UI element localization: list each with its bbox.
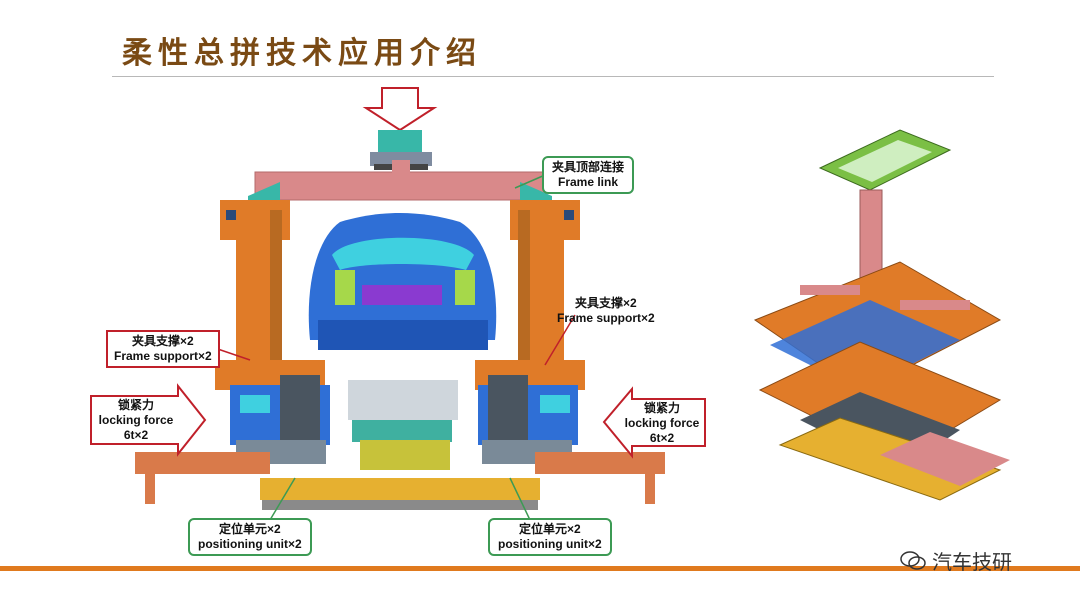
frame-link-cn: 夹具顶部连接 (552, 160, 625, 174)
watermark: 汽车技研 (900, 546, 1012, 575)
page-title: 柔性总拼技术应用介绍 (122, 36, 482, 71)
title-divider (112, 76, 994, 77)
center-cart (348, 380, 458, 470)
watermark-text: 汽车技研 (932, 550, 1012, 574)
frame-support-right-callout: 夹具支撑×2 Frame support×2 (555, 296, 657, 326)
frame-support-left-callout: 夹具支撑×2 Frame support×2 (106, 330, 220, 368)
locking-left-cn: 锁紧力 (117, 398, 154, 412)
wechat-icon (900, 550, 926, 570)
locking-left-en: locking force (98, 413, 174, 427)
frame-link-beam (248, 160, 552, 201)
positioning-right-cn: 定位单元×2 (518, 522, 581, 536)
frame-support-right-cn: 夹具支撑×2 (575, 296, 637, 310)
left-frame-column (215, 200, 325, 390)
locking-right-value: 6t×2 (649, 431, 675, 445)
frame-support-right-leader (544, 314, 576, 366)
positioning-right-en: positioning unit×2 (498, 537, 602, 551)
positioning-right-callout: 定位单元×2 positioning unit×2 (488, 518, 612, 556)
car-body (308, 213, 497, 350)
frame-support-right-en: Frame support×2 (557, 311, 655, 325)
frame-link-callout: 夹具顶部连接 Frame link (542, 156, 635, 194)
locking-left-value: 6t×2 (123, 428, 149, 442)
top-load-arrow (362, 87, 438, 132)
frame-support-left-cn: 夹具支撑×2 (132, 334, 194, 348)
locking-right-en: locking force (624, 416, 700, 430)
isometric-fixture-view (753, 129, 1010, 501)
base-rails (135, 452, 665, 510)
bottom-accent-bar (0, 566, 1080, 571)
frame-support-left-en: Frame support×2 (114, 349, 212, 363)
locking-right-cn: 锁紧力 (643, 401, 680, 415)
locking-left-label: 锁紧力 locking force 6t×2 (98, 398, 174, 443)
left-locking-block (230, 375, 330, 464)
right-locking-arrow (602, 386, 706, 459)
positioning-left-cn: 定位单元×2 (218, 522, 281, 536)
positioning-left-callout: 定位单元×2 positioning unit×2 (188, 518, 312, 556)
frame-link-leader (514, 174, 546, 189)
positioning-right-leader (509, 477, 531, 521)
locking-right-label: 锁紧力 locking force 6t×2 (622, 401, 702, 446)
positioning-left-en: positioning unit×2 (198, 537, 302, 551)
frame-link-en: Frame link (557, 175, 619, 189)
positioning-left-leader (269, 477, 296, 521)
left-locking-arrow (90, 383, 207, 457)
right-locking-block (478, 375, 578, 464)
